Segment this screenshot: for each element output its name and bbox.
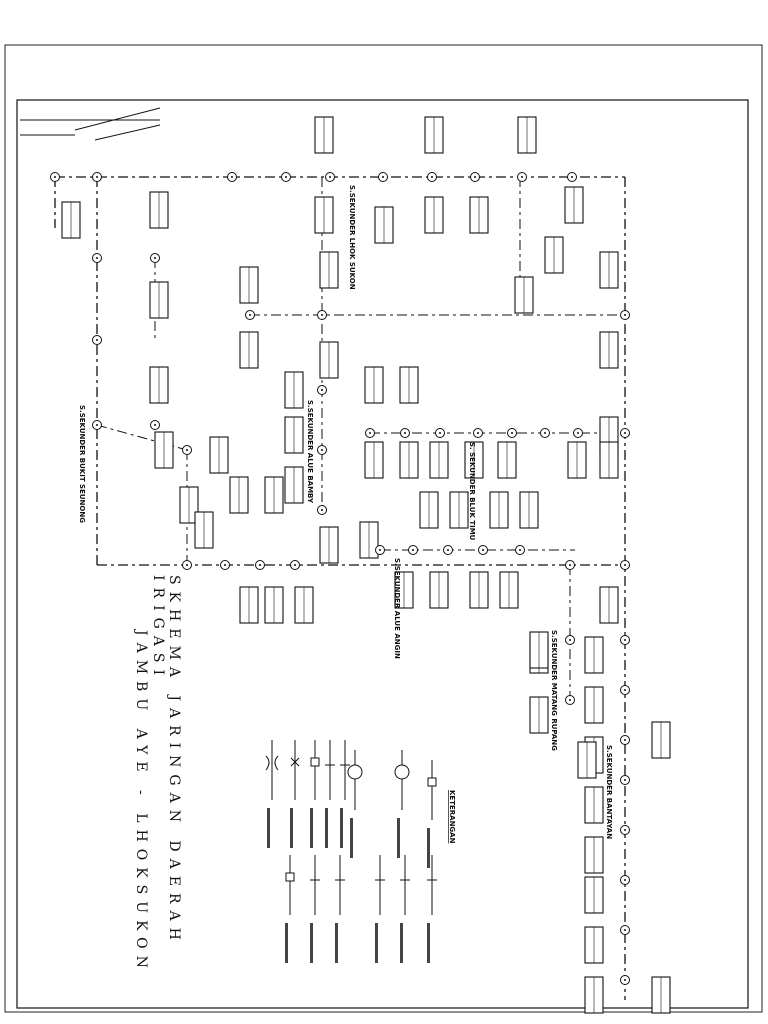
structure-node-center xyxy=(186,564,188,566)
legend-description-text xyxy=(290,808,293,848)
structure-node-center xyxy=(285,176,287,178)
structure-node-center xyxy=(154,257,156,259)
legend-symbol-gate xyxy=(265,755,279,771)
structure-node-center xyxy=(412,549,414,551)
structure-node-center xyxy=(624,564,626,566)
river-line xyxy=(94,124,161,141)
structure-node-center xyxy=(96,257,98,259)
structure-node-center xyxy=(447,549,449,551)
structure-node-center xyxy=(431,176,433,178)
structure-node-center xyxy=(624,779,626,781)
legend-symbol-box xyxy=(285,872,295,882)
structure-node-center xyxy=(321,389,323,391)
structure-node-center xyxy=(624,314,626,316)
structure-node-center xyxy=(294,564,296,566)
legend-description-text xyxy=(340,808,343,848)
structure-node-center xyxy=(624,979,626,981)
legend-symbol-circle xyxy=(347,764,363,780)
structure-node-center xyxy=(624,829,626,831)
structure-node-center xyxy=(569,639,571,641)
structure-node-center xyxy=(321,314,323,316)
legend-description-text xyxy=(397,818,400,858)
channel-label-alue-angin: S.SEKUNDER ALUE ANGIN xyxy=(393,558,401,659)
structure-node-center xyxy=(482,549,484,551)
diagram-title: SKHEMA JARINGAN DAERAH IRIGASI xyxy=(150,575,182,947)
structure-node-center xyxy=(224,564,226,566)
structure-node-center xyxy=(369,432,371,434)
structure-node-center xyxy=(379,549,381,551)
structure-node-center xyxy=(249,314,251,316)
structure-node-center xyxy=(231,176,233,178)
structure-node-center xyxy=(439,432,441,434)
structure-node-center xyxy=(321,509,323,511)
structure-node-center xyxy=(154,424,156,426)
river-line xyxy=(74,107,161,131)
structure-node-center xyxy=(477,432,479,434)
legend-description-text xyxy=(375,923,378,963)
structure-node-center xyxy=(624,432,626,434)
structure-node-center xyxy=(519,549,521,551)
structure-node-center xyxy=(521,176,523,178)
channel-label-alue-bamby: S.SEKUNDER ALUE BAMBY xyxy=(306,400,314,504)
legend-symbol-box xyxy=(310,757,320,767)
legend-description-text xyxy=(427,828,430,868)
legend-symbol-box xyxy=(427,777,437,787)
channel-label-bukit-seunong: S.SEKUNDER BUKIT SEUNONG xyxy=(78,405,86,523)
outer-frame xyxy=(4,44,763,1013)
legend-description-text xyxy=(325,808,328,848)
legend-symbol-circle xyxy=(394,764,410,780)
structure-node-center xyxy=(404,432,406,434)
legend-symbol-cross xyxy=(290,757,300,767)
channel-label-lhok-sukon: S.SEKUNDER LHOK SUKON xyxy=(348,185,356,290)
structure-node-center xyxy=(624,739,626,741)
structure-node-center xyxy=(96,339,98,341)
legend-description-text xyxy=(400,923,403,963)
channel-label-matang-rupang: S.SEKUNDER MATANG RUPANG xyxy=(550,630,558,751)
structure-node-center xyxy=(577,432,579,434)
structure-node-center xyxy=(474,176,476,178)
structure-node-center xyxy=(259,564,261,566)
legend-description-text xyxy=(267,808,270,848)
structure-node-center xyxy=(96,176,98,178)
structure-node-center xyxy=(569,699,571,701)
channel-label-bantayan: S.SEKUNDER BANTAYAN xyxy=(605,745,613,839)
legend-description-text xyxy=(310,923,313,963)
structure-node-center xyxy=(624,639,626,641)
legend-description-text xyxy=(285,923,288,963)
diagram-subtitle: JAMBU AYE - LHOKSUKON xyxy=(133,630,149,975)
structure-node-center xyxy=(571,176,573,178)
structure-node-center xyxy=(382,176,384,178)
structure-node-center xyxy=(329,176,331,178)
legend-description-text xyxy=(350,818,353,858)
structure-node-center xyxy=(624,689,626,691)
inner-frame xyxy=(16,99,749,1009)
legend-description-text xyxy=(310,808,313,848)
structure-node-center xyxy=(186,449,188,451)
structure-node-center xyxy=(624,879,626,881)
structure-node-center xyxy=(96,424,98,426)
structure-node-center xyxy=(569,564,571,566)
legend-description-text xyxy=(335,923,338,963)
structure-node-center xyxy=(624,929,626,931)
structure-node-center xyxy=(544,432,546,434)
legend-description-text xyxy=(427,923,430,963)
legend-heading: KETERANGAN xyxy=(448,790,456,844)
structure-node-center xyxy=(511,432,513,434)
channel-label-bluk-timu: S. SEKUNDER BLUK TIMU xyxy=(468,442,476,541)
structure-node-center xyxy=(321,449,323,451)
legend xyxy=(265,740,437,963)
structure-node-center xyxy=(54,176,56,178)
